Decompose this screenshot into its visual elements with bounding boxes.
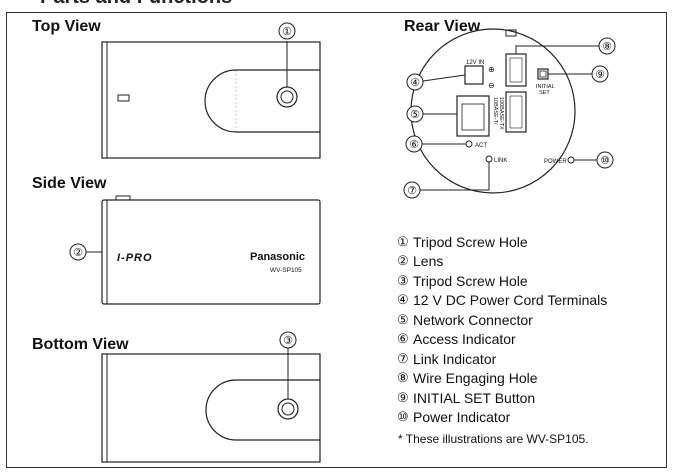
leader-lines (420, 45, 599, 191)
legend-label: 12 V DC Power Cord Terminals (413, 292, 608, 309)
tripod-screw-hole-bottom-icon (277, 398, 299, 420)
bottom-view-title: Bottom View (32, 336, 129, 353)
legend-label: Lens (413, 253, 444, 270)
initial-label: INITIAL (536, 84, 555, 90)
link-label: LINK (494, 158, 507, 164)
footnote: * These illustrations are WV-SP105. (398, 432, 589, 446)
legend-label: Power Indicator (413, 409, 511, 426)
i-pro-logo: I-PRO (117, 252, 153, 264)
dc-plus-label: ⊕ (488, 65, 495, 74)
net-label-1: 10BASE-T/ (492, 97, 498, 125)
legend-number: ⑧ (397, 370, 409, 386)
link-indicator-icon (485, 155, 493, 163)
act-label: ACT (475, 143, 487, 149)
dc-label: 12V IN (466, 60, 484, 66)
power-label: POWER (544, 159, 567, 165)
callout-6: ⑥ (409, 138, 419, 151)
diagram-frame (6, 12, 667, 468)
rear-view-camera: 12V IN ⊕ ⊖ 10BASE-T/ 100BASE-TX INITIAL … (410, 28, 576, 194)
callout-8: ⑧ (602, 40, 612, 53)
initial-set-button-icon (537, 68, 549, 80)
legend-number: ⑦ (397, 350, 409, 366)
callout-1: ① (282, 25, 292, 38)
callout-4: ④ (410, 76, 420, 89)
legend-number: ⑥ (397, 331, 409, 347)
model-label: WV-SP105 (270, 267, 302, 274)
page-header-clipped: Parts and Functions (0, 0, 676, 8)
legend-label: Tripod Screw Hole (413, 272, 528, 289)
legend-number: ③ (397, 272, 409, 288)
legend-number: ② (397, 253, 409, 269)
power-indicator-icon (567, 156, 575, 164)
callout-7: ⑦ (407, 184, 417, 197)
side-view-camera: I-PRO Panasonic WV-SP105 (86, 195, 321, 305)
legend-number: ① (397, 233, 409, 249)
legend-label: Access Indicator (413, 331, 516, 348)
legend-label: Network Connector (413, 311, 533, 328)
wire-engaging-hole-icon (505, 53, 527, 87)
net-label-2: 100BASE-TX (498, 97, 504, 130)
page-header-text: Parts and Functions (40, 0, 232, 8)
legend-label: Link Indicator (413, 350, 497, 367)
legend-label: INITIAL SET Button (413, 389, 536, 406)
dc-terminal-icon (464, 65, 484, 85)
callout-10: ⑩ (600, 154, 610, 167)
legend-label: Tripod Screw Hole (413, 233, 528, 250)
dc-minus-label: ⊖ (488, 81, 495, 90)
legend-number: ⑤ (397, 311, 409, 327)
legend-label: Wire Engaging Hole (413, 370, 538, 387)
callout-5: ⑤ (410, 108, 420, 121)
callout-9: ⑨ (595, 68, 605, 81)
network-connector-icon (456, 95, 490, 137)
top-view-title: Top View (32, 18, 101, 35)
legend-number: ⑨ (397, 389, 409, 405)
tripod-screw-hole-top-icon (276, 86, 298, 108)
side-view-title: Side View (32, 175, 107, 192)
legend-number: ⑩ (397, 409, 409, 425)
act-indicator-icon (465, 140, 473, 148)
bottom-view-camera (101, 348, 321, 463)
brand-label: Panasonic (250, 251, 305, 263)
legend-number: ④ (397, 292, 409, 308)
callout-markers: ① ② ③ ④ ⑤ ⑥ ⑦ ⑧ ⑨ ⑩ (69, 22, 616, 349)
top-view-camera (101, 41, 321, 159)
set-label: SET (539, 90, 550, 96)
rear-view-title: Rear View (404, 18, 481, 35)
callout-2: ② (73, 246, 83, 259)
callout-3: ③ (283, 334, 293, 347)
